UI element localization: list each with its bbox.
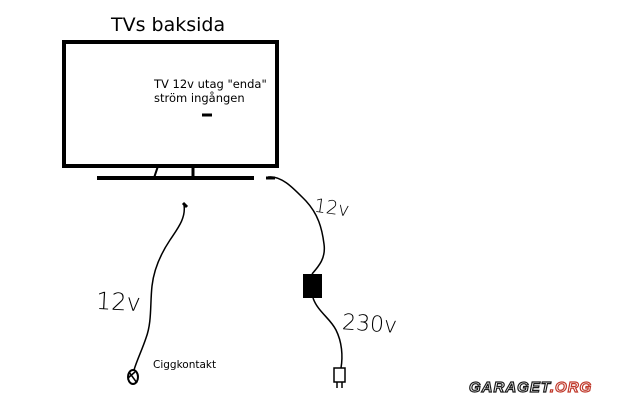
watermark-main: GARAGET (468, 378, 550, 396)
watermark-logo: GARAGET.ORG (468, 378, 593, 396)
cable-to-cigg-plug (133, 204, 186, 371)
watermark-suffix: .ORG (549, 378, 593, 396)
tv-screen-outline (62, 40, 279, 168)
power-input-note-line2: ström ingången (154, 91, 245, 105)
diagram-title: TVs baksida (111, 14, 226, 36)
power-adapter-box (303, 274, 322, 298)
cable-tv-to-adapter (267, 176, 326, 275)
label-230v: 230v (341, 310, 398, 339)
power-input-note-line1: TV 12v utag "enda" (154, 77, 267, 91)
wall-plug-icon (333, 367, 346, 388)
cable-top-stub (181, 201, 189, 209)
label-12v-right-cable: 12v (312, 194, 351, 222)
cable-adapter-to-plug (312, 297, 343, 369)
power-input-note: TV 12v utag "enda" ström ingången (154, 77, 267, 105)
label-ciggkontakt: Ciggkontakt (153, 359, 217, 371)
cigg-plug-icon (127, 369, 139, 385)
label-12v-left-cable: 12v (95, 286, 142, 318)
